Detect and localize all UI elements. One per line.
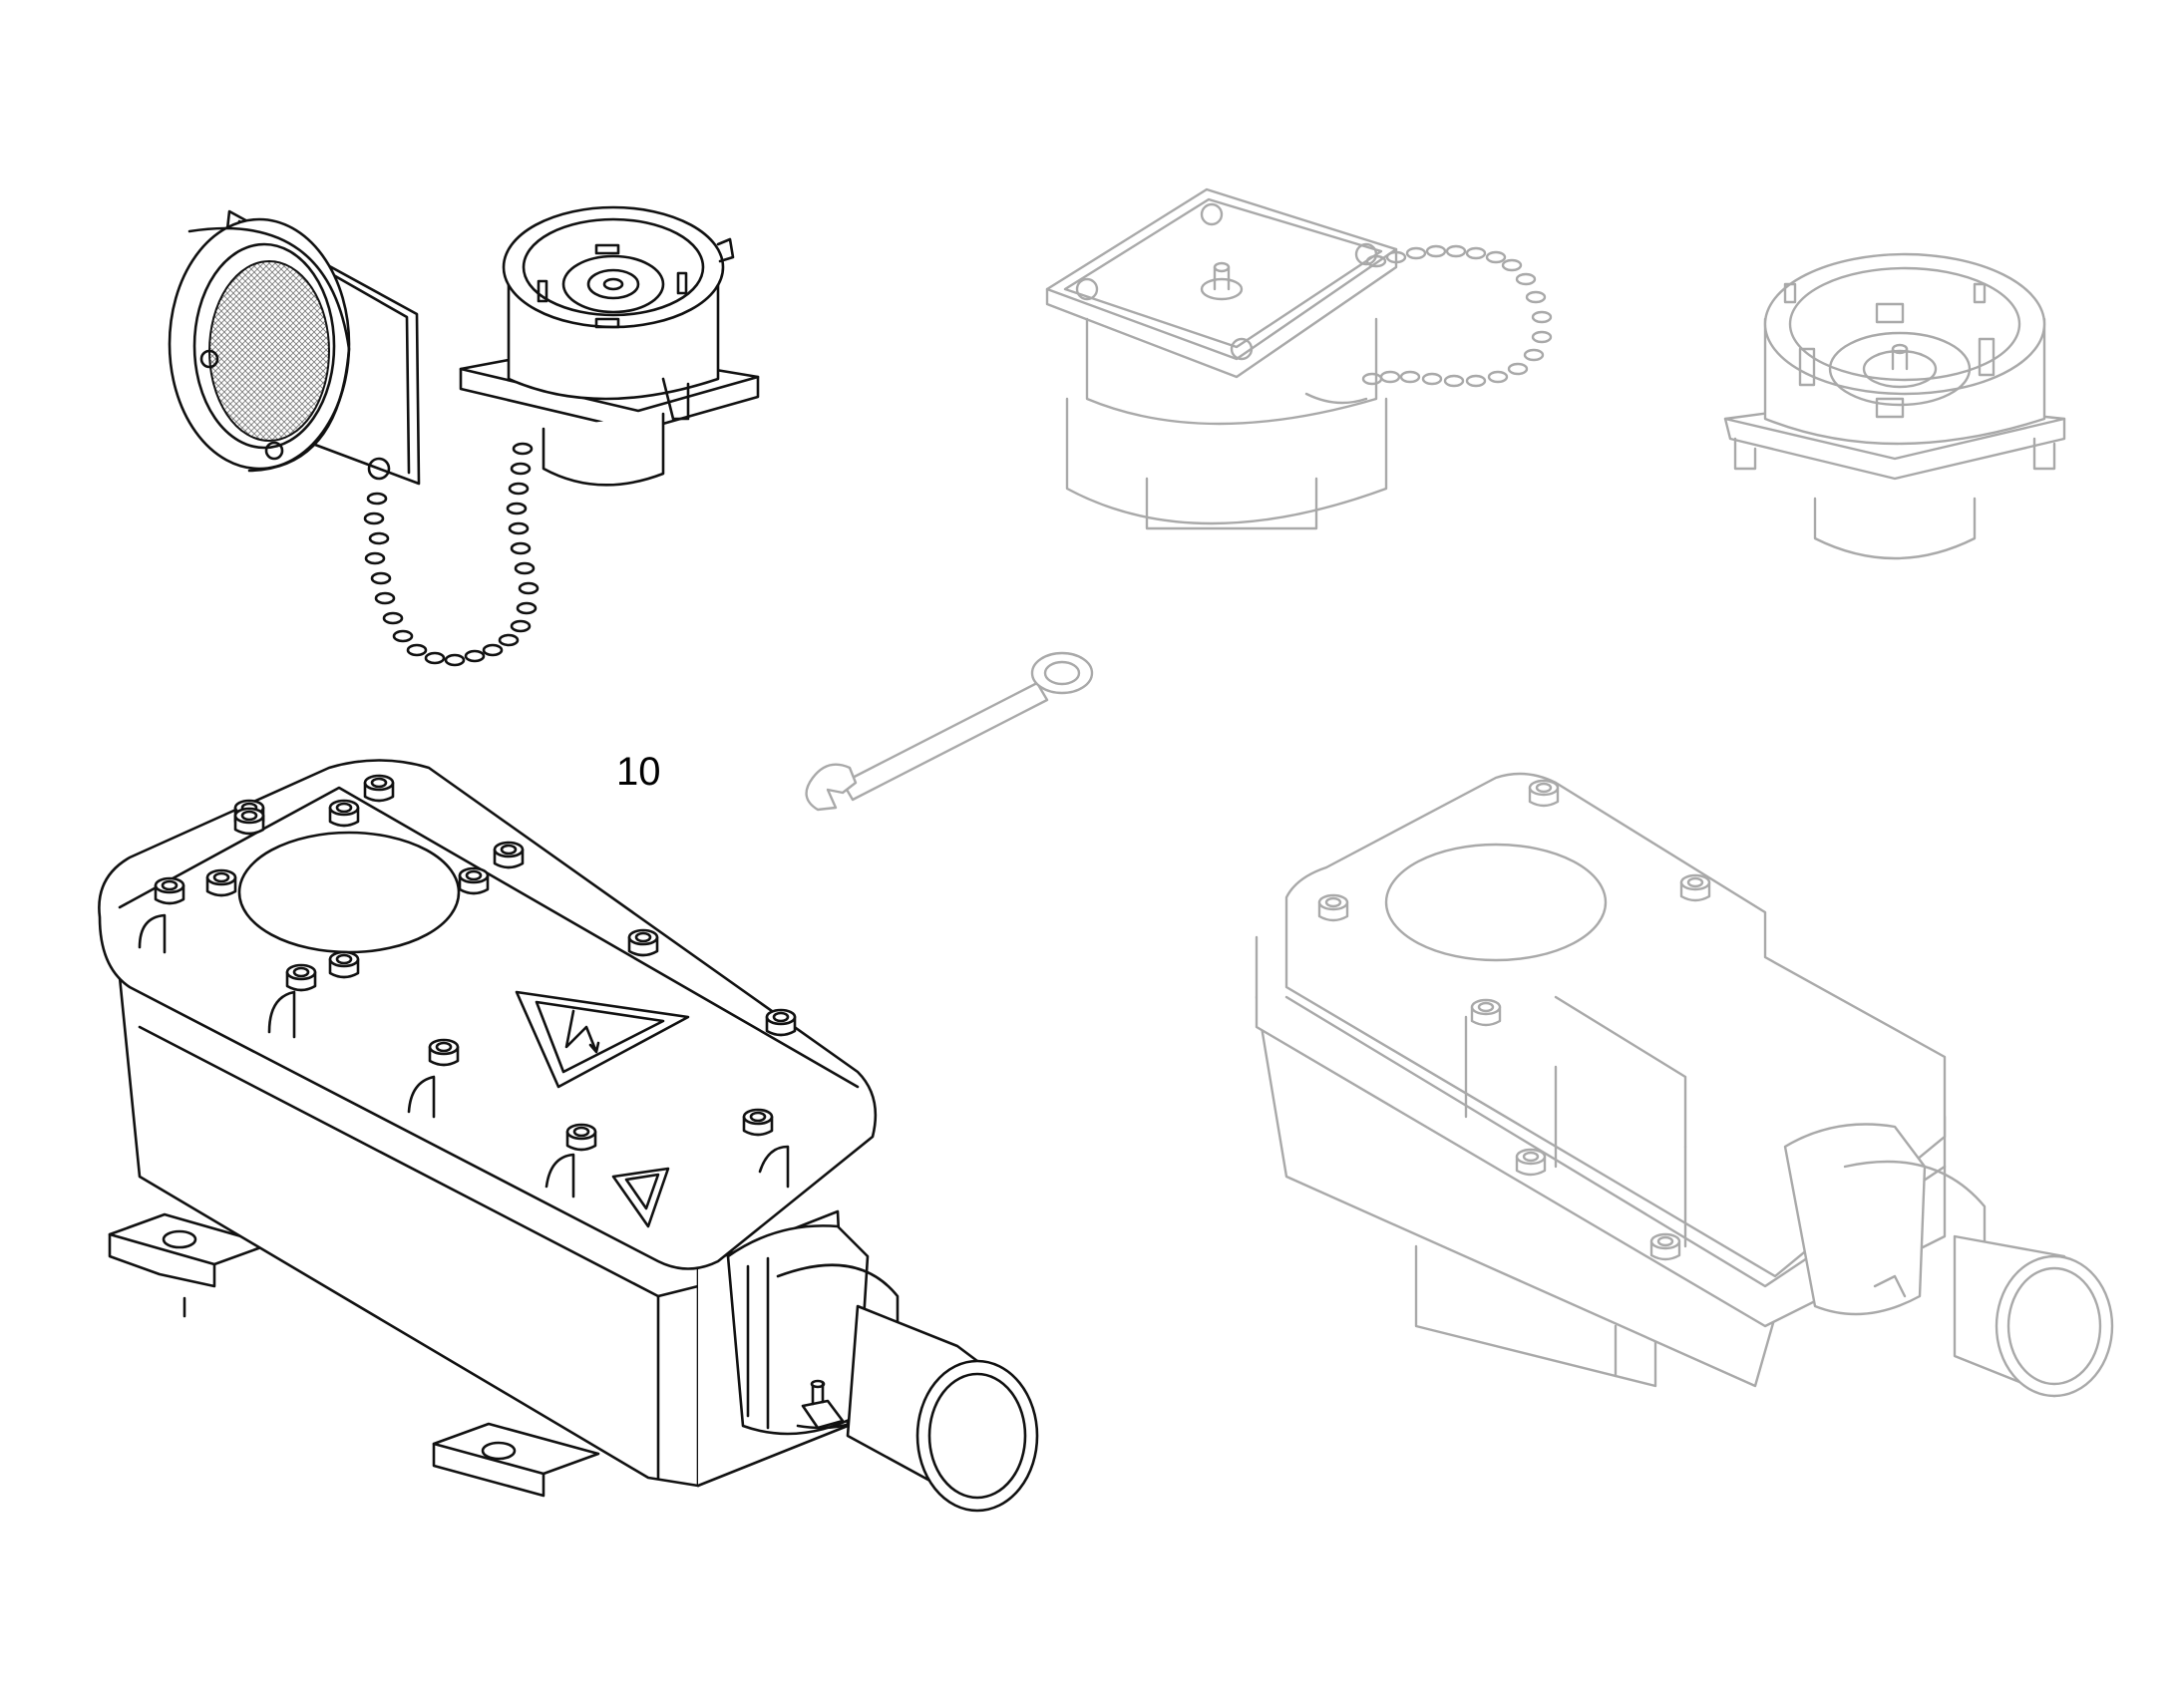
plug-with-dust-cap [168,205,760,667]
callout-label: 10 [616,750,661,794]
socket-receptacle [1723,252,2066,560]
combination-wrench [805,651,1094,812]
junction-box-with-warning-symbol [98,759,1039,1513]
socket-cap-with-chain [1045,187,1553,530]
housing-assembly [1255,772,2114,1398]
